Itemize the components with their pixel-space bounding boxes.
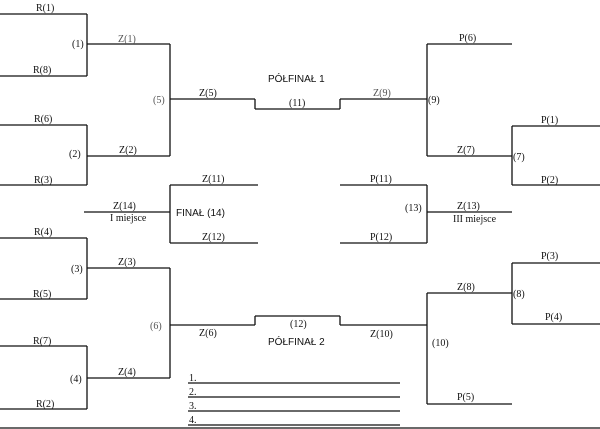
final-place: I miejsce: [110, 213, 147, 224]
standing-1: 1.: [189, 373, 197, 384]
right-g10-number: (10): [432, 338, 449, 349]
left-g6-winner: Z(6): [199, 328, 217, 339]
left-g2-top-seed: R(6): [34, 114, 52, 125]
standing-4: 4.: [189, 415, 197, 426]
left-game-5: (5) Z(5): [153, 44, 255, 156]
left-g2-winner: Z(2): [119, 145, 137, 156]
third-place: III miejsce: [453, 214, 497, 225]
right-g8-number: (8): [513, 289, 525, 300]
right-g8-bottom-seed: P(4): [545, 312, 562, 323]
semifinal-2-title: PÓŁFINAŁ 2: [268, 335, 325, 348]
third-top-player: P(11): [370, 174, 392, 185]
left-g1-winner: Z(1): [118, 34, 136, 45]
left-g4-winner: Z(4): [118, 367, 136, 378]
left-g1-bottom-seed: R(8): [33, 65, 51, 76]
right-game-10: Z(10) (10) P(5): [340, 293, 512, 405]
left-g5-number: (5): [153, 95, 165, 106]
left-g3-top-seed: R(4): [34, 227, 52, 238]
right-g7-bottom-seed: P(2): [541, 175, 558, 186]
left-game-2: R(6) (2) R(3) Z(2): [0, 114, 170, 186]
left-g3-bottom-seed: R(5): [33, 289, 51, 300]
standing-3: 3.: [189, 401, 197, 412]
right-g9-winner: Z(9): [373, 88, 391, 99]
left-g1-number: (1): [72, 39, 84, 50]
semifinal-1: PÓŁFINAŁ 1 (11): [254, 72, 341, 110]
final-bottom-player: Z(12): [202, 232, 225, 243]
final-title: FINAŁ (14): [176, 208, 225, 219]
left-game-3: R(4) (3) R(5) Z(3): [0, 227, 170, 300]
semifinal-2: (12) PÓŁFINAŁ 2: [254, 315, 341, 348]
final-winner: Z(14): [113, 201, 136, 212]
final-top-player: Z(11): [202, 174, 224, 185]
left-g2-number: (2): [69, 149, 81, 160]
right-g10-winner: Z(10): [370, 329, 393, 340]
left-g4-bottom-seed: R(2): [36, 399, 54, 410]
left-g4-number: (4): [70, 374, 82, 385]
left-game-6: (6) Z(6): [150, 268, 255, 378]
left-g1-top-seed: R(1): [36, 3, 54, 14]
semifinal-1-number: (11): [289, 98, 305, 109]
right-g10-seed: P(5): [457, 392, 474, 403]
left-g3-winner: Z(3): [118, 257, 136, 268]
right-g7-winner: Z(7): [457, 145, 475, 156]
right-g8-winner: Z(8): [457, 282, 475, 293]
semifinal-2-number: (12): [290, 319, 307, 330]
standing-2: 2.: [189, 387, 197, 398]
left-g4-top-seed: R(7): [33, 336, 51, 347]
left-game-1: R(1) (1) R(8) Z(1): [0, 3, 170, 77]
right-g7-top-seed: P(1): [541, 115, 558, 126]
right-g8-top-seed: P(3): [541, 251, 558, 262]
final-game: Z(11) Z(12) FINAŁ (14) Z(14) I miejsce: [84, 174, 258, 244]
right-game-8: Z(8) (8) P(3) P(4): [427, 251, 600, 325]
right-g7-number: (7): [513, 152, 525, 163]
final-standings: 1. 2. 3. 4.: [188, 373, 400, 426]
right-g9-seed: P(6): [459, 33, 476, 44]
left-g3-number: (3): [71, 264, 83, 275]
third-bottom-player: P(12): [370, 232, 392, 243]
right-game-7: Z(7) (7) P(1) P(2): [427, 115, 600, 186]
semifinal-1-title: PÓŁFINAŁ 1: [268, 72, 325, 85]
third-place-game: P(11) P(12) (13) Z(13) III miejsce: [340, 174, 512, 244]
third-number: (13): [405, 203, 422, 214]
right-g9-number: (9): [428, 95, 440, 106]
right-game-9: Z(9) (9) P(6): [340, 33, 512, 156]
left-game-4: R(7) (4) R(2) Z(4): [0, 336, 170, 410]
left-g6-number: (6): [150, 321, 162, 332]
left-g5-winner: Z(5): [199, 88, 217, 99]
third-winner: Z(13): [457, 201, 480, 212]
left-g2-bottom-seed: R(3): [34, 175, 52, 186]
